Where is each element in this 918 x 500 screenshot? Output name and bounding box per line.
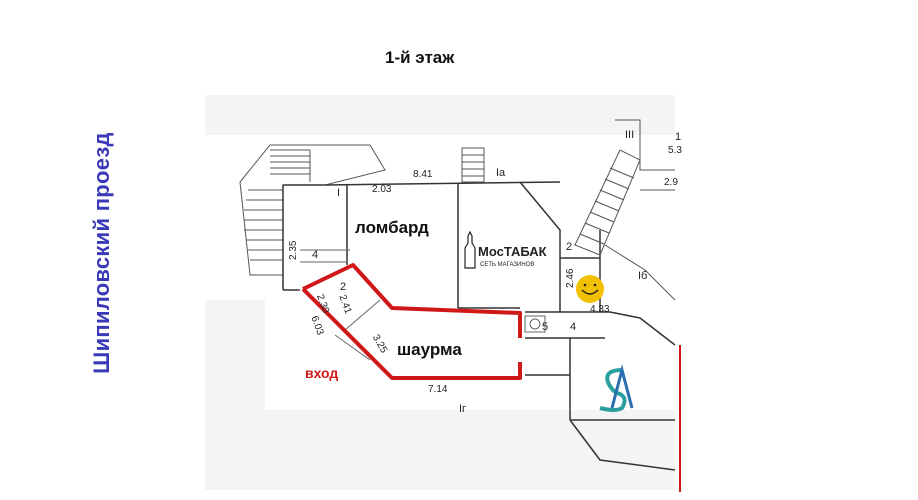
smile-badge [576, 275, 604, 303]
shaurma-outline [301, 263, 522, 380]
room-code-III: III [625, 129, 634, 141]
floor-title: 1-й этаж [385, 48, 455, 67]
room-code-I: I [337, 187, 340, 199]
room-code-Ig: Iг [459, 403, 466, 415]
room-code-Ib: Iб [638, 270, 647, 282]
mostabak-logo: МосТАБАК СЕТЬ МАГАЗИНОВ [464, 230, 547, 269]
staircase-top [461, 147, 485, 183]
dim-7-14: 7.14 [428, 384, 448, 395]
dim-2-41: 2.41 [336, 293, 353, 315]
dim-6-03: 6.03 [308, 315, 325, 337]
room-number-1: 1 [675, 131, 681, 143]
mostabak-brand: МосТАБАК [478, 244, 547, 259]
sa-logo [599, 364, 634, 412]
dim-2-03: 2.03 [372, 184, 392, 195]
mostabak-tagline: СЕТЬ МАГАЗИНОВ [480, 262, 534, 268]
staircase-right [574, 119, 676, 301]
dim-2-35: 2.35 [288, 240, 299, 260]
dim-3-25: 3.25 [370, 333, 389, 356]
room-number-4b: 4 [570, 321, 576, 333]
room-shaurma: шаурма [397, 340, 462, 359]
room-lombard: ломбард [355, 218, 429, 237]
walls [282, 181, 676, 471]
inner-lines [300, 249, 546, 361]
dim-2-46: 2.46 [565, 268, 576, 288]
dim-2-9: 2.9 [664, 177, 678, 188]
room-number-2b: 2 [566, 241, 572, 253]
dim-8-41: 8.41 [413, 169, 433, 180]
tower-icon [464, 230, 476, 269]
room-number-4a: 4 [312, 249, 318, 261]
entrance-label: вход [305, 365, 338, 381]
dim-4-33: 4.33 [590, 304, 610, 315]
dim-5-3: 5.3 [668, 145, 682, 156]
room-number-5: 5 [542, 321, 548, 333]
room-code-Ia: Iа [496, 167, 506, 179]
room-number-2a: 2 [340, 281, 346, 293]
background-watermark [205, 95, 675, 490]
